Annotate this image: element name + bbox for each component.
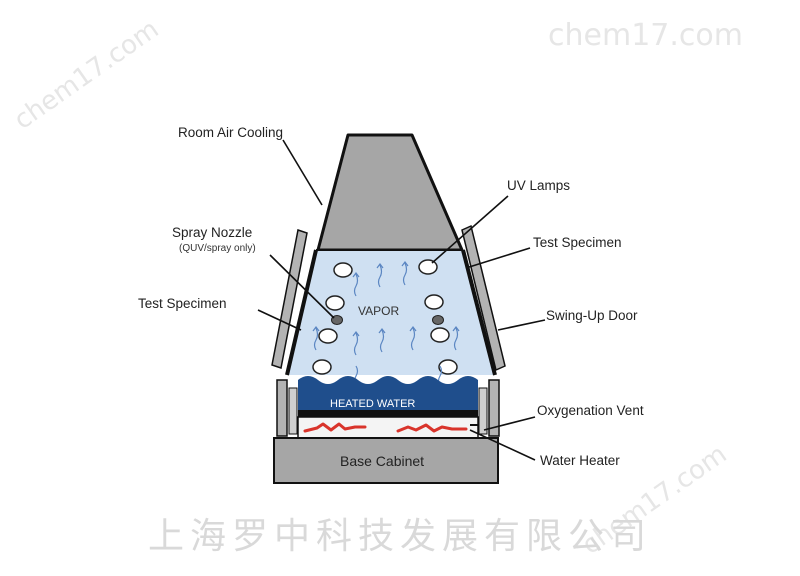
vapor-arrows <box>312 261 460 387</box>
uv-lamp <box>438 359 458 375</box>
vapor-label: VAPOR <box>358 304 399 318</box>
label-test-specimen-left: Test Specimen <box>138 296 227 311</box>
label-room-air-cooling: Room Air Cooling <box>178 125 283 140</box>
label-spray-nozzle: Spray Nozzle <box>172 225 252 240</box>
uv-lamp <box>312 359 332 375</box>
company-name: 上海罗中科技发展有限公司 <box>148 516 652 557</box>
heated-water-label: HEATED WATER <box>330 398 415 410</box>
uv-lamp <box>430 327 450 343</box>
leader-test-specimen-right <box>465 247 531 269</box>
label-spray-nozzle-note: (QUV/spray only) <box>179 243 256 254</box>
leader-lines <box>257 139 546 461</box>
label-swing-up-door: Swing-Up Door <box>546 308 638 323</box>
leader-oxygenation-vent <box>483 416 536 431</box>
heated-water <box>298 376 478 410</box>
uv-lamp <box>325 295 345 311</box>
watermark-top-left: chem17.com <box>9 14 165 136</box>
water-pan-bottom <box>298 410 478 417</box>
water-heater-coils <box>303 422 468 433</box>
base-post-right-inner <box>478 387 488 435</box>
leader-spray-nozzle <box>269 254 335 319</box>
leader-uv-lamps <box>431 195 509 264</box>
test-specimen-right-panel <box>461 249 497 376</box>
watermark-top-right: chem17.com <box>548 18 743 53</box>
label-uv-lamps: UV Lamps <box>507 178 570 193</box>
leader-water-heater <box>469 429 536 461</box>
uv-lamp <box>333 262 353 278</box>
label-oxygenation-vent: Oxygenation Vent <box>537 403 644 418</box>
leader-test-specimen-left <box>257 309 302 331</box>
cooling-chimney <box>316 133 464 252</box>
vapor-chamber <box>287 250 495 375</box>
uv-lamp <box>424 294 444 310</box>
label-test-specimen-right: Test Specimen <box>533 235 622 250</box>
base-cabinet <box>273 437 499 484</box>
right-door-panel <box>461 224 506 372</box>
base-post-left-inner <box>288 387 298 435</box>
leader-swing-up-door <box>497 319 546 331</box>
base-post-left <box>276 379 288 437</box>
spray-nozzle-left <box>331 315 343 325</box>
base-cabinet-label: Base Cabinet <box>340 453 424 469</box>
test-specimen-left-panel <box>285 249 318 376</box>
base-post-right <box>488 379 500 437</box>
uv-lamp <box>418 259 438 275</box>
leader-room-air-cooling <box>282 139 323 206</box>
uv-lamps-left <box>312 262 353 375</box>
label-water-heater: Water Heater <box>540 453 620 468</box>
spray-nozzle-right <box>432 315 444 325</box>
uv-lamp <box>318 328 338 344</box>
